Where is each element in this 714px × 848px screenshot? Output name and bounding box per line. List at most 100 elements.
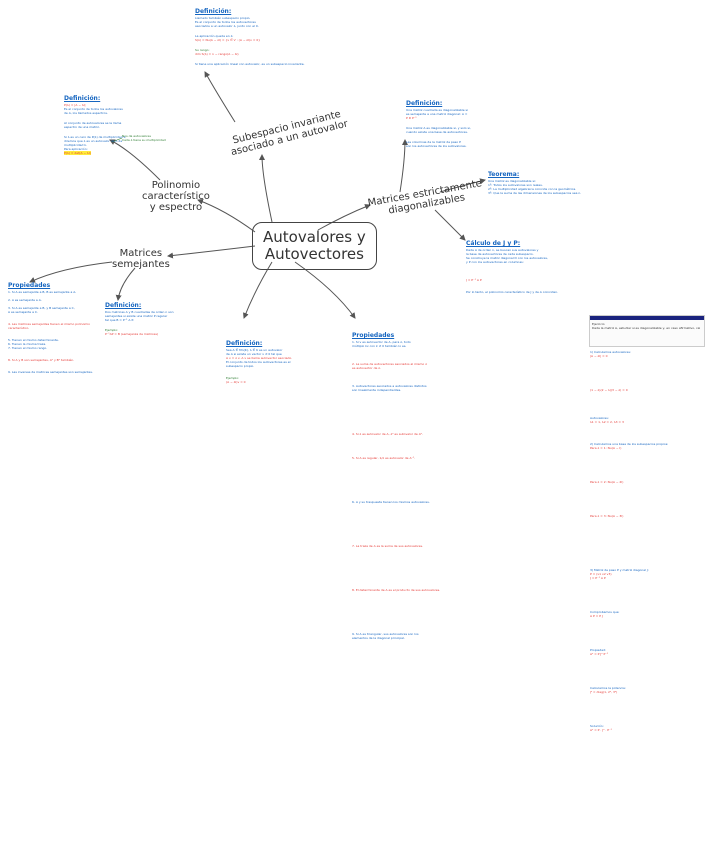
- heading-def-center: Definición:: [226, 340, 263, 347]
- note-line: semejantes si existe una matriz P regula…: [105, 314, 168, 318]
- note-line: Las columnas de la matriz de paso P: [406, 140, 461, 144]
- note-line: J = P⁻¹ A P: [590, 576, 606, 580]
- note-line: 3. Autovectores asociados a autovalores …: [352, 384, 427, 388]
- branch-polinomio-line2: característico: [142, 191, 210, 202]
- central-topic-line2: Autovectores: [264, 245, 364, 263]
- heading-prop-center: Propiedades: [352, 332, 395, 339]
- note-line: (1 − λ)(2 − λ)(3 − λ) = 0: [590, 388, 628, 392]
- note-line: 2) Calculamos una base de los subespacio…: [590, 442, 669, 446]
- note-line: 8. Si A y B son semejantes, Aⁿ y Bⁿ tamb…: [8, 358, 75, 362]
- branch-polinomio-line1: Polinomio: [151, 180, 201, 191]
- note-line: Ejemplo:: [105, 328, 119, 332]
- note-line: elementos de la diagonal principal.: [352, 636, 405, 640]
- exercise-statement: Dada la matriz A, estudiar si es diagona…: [592, 326, 700, 330]
- note-highlight: P(λ) = det(A − λI): [64, 151, 91, 155]
- arrow-to-prop-center: [294, 261, 356, 319]
- notes-def-top: Llamado también subespacio propio. Es el…: [195, 16, 305, 66]
- heading-def-left: Definición:: [64, 95, 101, 102]
- note-line: Una matriz es diagonalizable si:: [488, 179, 536, 183]
- note-line: Para λ = 2: Nu(A − 2I): [590, 480, 624, 484]
- note-line: Es el conjunto de todos los autovectores: [195, 20, 256, 24]
- heading-calculo: Cálculo de J y P:: [466, 240, 521, 247]
- arrow-pol-to-def: [109, 139, 161, 181]
- exercise-screenshot-bar: [590, 316, 704, 320]
- heading-def-right: Definición:: [406, 100, 443, 107]
- note-line: 3) Matriz de paso P y matriz diagonal J:: [590, 568, 649, 572]
- note-line: P(λ) = |A − λI|: [64, 103, 86, 107]
- arrow-to-polinomio: [197, 198, 256, 233]
- branch-sem-line2: semejantes: [112, 259, 170, 270]
- note-line: 1º: Todos los autovalores son reales.: [488, 183, 543, 187]
- note-line: |A − λI| = 0: [590, 354, 608, 358]
- note-line: de A si existe un vector v ≠ 0 tal que: [226, 352, 282, 356]
- note-line: son linealmente independientes.: [352, 388, 402, 392]
- note-line: 3º: Que la suma de las dimensiones de lo…: [488, 191, 582, 195]
- note-line: Aⁿ = P · Jⁿ · P⁻¹: [590, 728, 612, 732]
- exercise-text: Ejercicio Dada la matriz A, estudiar si …: [592, 322, 700, 330]
- notes-def-sem: Dos matrices A y B cuadradas de orden n …: [105, 310, 195, 336]
- note-line: 5. Si A es regular, 1/λ es autovalor de …: [352, 456, 416, 460]
- note-line: Ejemplo:: [226, 376, 240, 380]
- heading-def-sem: Definición:: [105, 302, 142, 309]
- arrow-to-semejantes: [167, 245, 256, 259]
- note-bracket: [111, 137, 123, 143]
- note-line: J = P⁻¹ A P: [466, 278, 482, 282]
- arrow-to-diag: [317, 204, 371, 231]
- note-line: multiplicidad k.: [64, 143, 88, 147]
- note-line: Para aplicación:: [64, 147, 88, 151]
- note-line: Su rango:: [195, 48, 210, 52]
- note-line: son los autovectores de los autovalores.: [406, 144, 467, 148]
- note-line: tal que B = P⁻¹ A P.: [105, 318, 134, 322]
- arrow-to-subespacio: [259, 154, 273, 223]
- note-line: cuando existe una base de autovectores.: [406, 130, 468, 134]
- arrow-sem-to-def: [115, 267, 136, 301]
- exercise-title: Ejercicio: [592, 322, 605, 326]
- heading-teorema: Teorema:: [488, 171, 520, 178]
- note-line: es semejante a una matriz diagonal: A =: [406, 112, 468, 116]
- note-line: P = (v1 v2 v3): [590, 572, 612, 576]
- note-line: A P = P J: [590, 614, 603, 618]
- note-line: S(λ) = Nu(A − λI) = {v ∈ V : (A − λI)v =…: [195, 38, 261, 42]
- note-line: Comprobamos que:: [590, 610, 620, 614]
- note-line: asociados a un autovalor λ, junto con el…: [195, 24, 259, 28]
- note-line: 1) Calculamos autovalores:: [590, 350, 631, 354]
- arrow-to-def-center: [243, 261, 273, 319]
- note-line: espectro de una matriz.: [64, 125, 100, 129]
- arrow-subesp-to-def: [204, 71, 236, 123]
- note-line: Sea A ∈ Mn(K), λ ∈ K es un autovalor: [226, 348, 283, 352]
- note-line: Se construye la matriz diagonal D con lo…: [466, 256, 548, 260]
- note-line: diremos que λ es un autovalor de A de: [64, 139, 123, 143]
- notes-def-left: P(λ) = |A − λI| Es el conjunto de todos …: [64, 103, 129, 156]
- note-line: 3. Si A es semejante a B, y B semejante …: [8, 306, 75, 310]
- note-line: 7. Tienen el mismo rango.: [8, 346, 48, 350]
- note-line: 7. La traza de A es la suma de sus autov…: [352, 544, 424, 548]
- note-line: 4. Si λ es autovalor de A, λⁿ es autoval…: [352, 432, 423, 436]
- note-line: 9. Las inversas de matrices semejantes s…: [8, 370, 93, 374]
- arrow-diag-to-teorema: [439, 178, 486, 193]
- notes-prop-center: 1. Si v es autovector de A, para λ, todo…: [352, 340, 442, 640]
- branch-polinomio: Polinomio característico y espectro: [142, 180, 210, 213]
- arrow-diag-to-calculo: [434, 209, 466, 241]
- note-line: Si tiene una aplicación lineal con autov…: [195, 62, 305, 66]
- note-line: (A − λI)v = 0: [226, 380, 246, 384]
- notes-teorema: Una matriz es diagonalizable si: 1º: Tod…: [488, 179, 583, 195]
- note-line: 6. Tienen la misma traza.: [8, 342, 47, 346]
- note-line: de A, los llamados espectros.: [64, 111, 108, 115]
- exercise-screenshot: Ejercicio Dada la matriz A, estudiar si …: [589, 315, 705, 347]
- note-line: 1. Si A es semejante a B, B es semejante…: [8, 290, 77, 294]
- note-line: Dada A de orden n, se buscan sus autoval…: [466, 248, 539, 252]
- note-line: A es semejante a C.: [8, 310, 38, 314]
- branch-polinomio-line3: y espectro: [149, 202, 203, 213]
- heading-def-top: Definición:: [195, 8, 232, 15]
- note-line: 5. Tienen el mismo determinante.: [8, 338, 59, 342]
- note-line: característico.: [8, 326, 30, 330]
- note-line: Jⁿ = diag(1, 2ⁿ, 3ⁿ): [590, 690, 618, 694]
- note-line: 2. La suma de autovectores asociados al …: [352, 362, 427, 366]
- note-line: Autovalores:: [590, 416, 609, 420]
- note-line: dim S(λ) = n − rango(A − λI): [195, 52, 239, 56]
- branch-matrices-semejantes: Matrices semejantes: [112, 248, 170, 270]
- note-line: El conjunto de todos los autovectores es…: [226, 360, 291, 364]
- note-line: Por lo tanto, el polinomio característic…: [466, 290, 559, 294]
- note-line: Llamado también subespacio propio.: [195, 16, 251, 20]
